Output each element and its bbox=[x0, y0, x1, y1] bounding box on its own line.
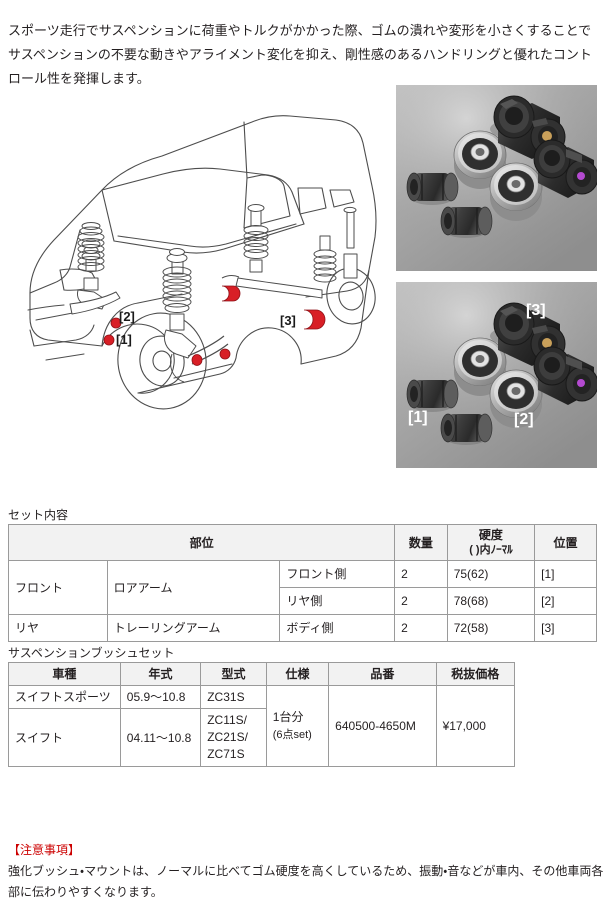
header-part: 部位 bbox=[7, 524, 396, 561]
diagram-marker-1: [1] bbox=[116, 332, 132, 347]
spec-sub: (6点set) bbox=[272, 728, 312, 741]
header-position: 位置 bbox=[534, 524, 597, 561]
header-price: 税抜価格 bbox=[435, 662, 516, 686]
header-part-number: 品番 bbox=[328, 662, 437, 686]
cell-quantity: 2 bbox=[394, 587, 448, 615]
notice-title: 【注意事項】 bbox=[8, 843, 81, 857]
header-model-code: 型式 bbox=[200, 662, 267, 686]
table-row: フロント ロアアーム フロント側 2 75(62) [1] bbox=[8, 560, 597, 615]
cell-quantity: 2 bbox=[394, 614, 448, 642]
notice-body: 強化ブッシュ・マウントは、ノーマルに比べてゴム硬度を高くしているため、振動・音な… bbox=[8, 864, 604, 899]
table-header-row: 車種 年式 型式 仕様 品番 税抜価格 bbox=[8, 662, 516, 686]
table-row: リヤ トレーリングアーム ボディ側 2 72(58) [3] bbox=[8, 614, 597, 642]
photo-label-2: [2] bbox=[514, 411, 534, 428]
photo-label-3: [3] bbox=[526, 302, 546, 319]
spec-main: 1台分 bbox=[272, 709, 304, 724]
table-row: スイフト 04.11〜10.8 ZC11S/ ZC21S/ ZC71S bbox=[8, 708, 515, 767]
notice-block: 【注意事項】 強化ブッシュ・マウントは、ノーマルに比べてゴム硬度を高くしているた… bbox=[8, 840, 604, 903]
table-header-row: 部位 数量 硬度 ( )内ﾉｰﾏﾙ 位置 bbox=[7, 524, 597, 561]
table-row: リヤ側 2 78(68) [2] bbox=[9, 587, 597, 615]
cell-spec: 1台分 (6点set) bbox=[265, 685, 330, 767]
diagram-marker-2: [2] bbox=[119, 309, 135, 324]
bush-marker-dots bbox=[103, 285, 326, 366]
cell-side: フロント側 bbox=[279, 560, 396, 588]
hero-media-row: [2] [1] [3] bbox=[0, 78, 612, 488]
cell-hardness: 78(68) bbox=[446, 587, 536, 615]
cell-price: ¥17,000 bbox=[435, 685, 516, 767]
product-photo-unlabeled bbox=[396, 85, 597, 271]
set-contents-table: 部位 数量 硬度 ( )内ﾉｰﾏﾙ 位置 フロント ロアアーム フロント側 2 … bbox=[7, 524, 597, 642]
cell-year: 05.9〜10.8 bbox=[119, 685, 202, 709]
intro-paragraph: スポーツ走行でサスペンションに荷重やトルクがかかった際、ゴムの潰れや変形を小さく… bbox=[8, 23, 592, 86]
header-quantity: 数量 bbox=[394, 524, 448, 561]
header-spec: 仕様 bbox=[265, 662, 330, 686]
car-suspension-diagram: [2] [1] [3] bbox=[6, 78, 390, 478]
cell-axle: リヤ bbox=[8, 614, 108, 642]
cell-quantity: 2 bbox=[394, 560, 448, 588]
bush-set-caption: サスペンションブッシュセット bbox=[8, 646, 175, 660]
cell-model-code: ZC11S/ ZC21S/ ZC71S bbox=[200, 708, 267, 767]
table-row: スイフトスポーツ 05.9〜10.8 ZC31S 1台分 (6点set) 640… bbox=[8, 685, 516, 767]
cell-side: リヤ側 bbox=[279, 587, 396, 615]
set-contents-caption: セット内容 bbox=[8, 508, 69, 522]
cell-part-number: 640500-4650M bbox=[328, 685, 437, 767]
photo-label-1: [1] bbox=[408, 409, 428, 426]
header-hardness-main: 硬度 bbox=[478, 528, 503, 542]
cell-arm: トレーリングアーム bbox=[106, 614, 281, 642]
cell-car-model: スイフト bbox=[8, 708, 121, 767]
header-hardness: 硬度 ( )内ﾉｰﾏﾙ bbox=[446, 524, 536, 561]
cell-position: [1] bbox=[534, 560, 597, 588]
cell-car-model: スイフトスポーツ bbox=[8, 685, 121, 709]
cell-axle: フロント bbox=[8, 560, 108, 615]
cell-hardness: 72(58) bbox=[446, 614, 536, 642]
header-year: 年式 bbox=[119, 662, 202, 686]
cell-position: [2] bbox=[534, 587, 597, 615]
product-photo-labeled: [1] [2] [3] bbox=[396, 282, 597, 468]
header-car-model: 車種 bbox=[8, 662, 121, 686]
cell-arm: ロアアーム bbox=[106, 560, 281, 615]
cell-side: ボディ側 bbox=[279, 614, 396, 642]
cell-model-code: ZC31S bbox=[200, 685, 267, 709]
header-hardness-sub: ( )内ﾉｰﾏﾙ bbox=[469, 544, 513, 556]
bush-set-table: 車種 年式 型式 仕様 品番 税抜価格 スイフトスポーツ 05.9〜10.8 Z… bbox=[8, 662, 516, 767]
cell-hardness: 75(62) bbox=[446, 560, 536, 588]
diagram-marker-3: [3] bbox=[280, 313, 296, 328]
cell-year: 04.11〜10.8 bbox=[119, 708, 202, 767]
cell-position: [3] bbox=[534, 614, 597, 642]
